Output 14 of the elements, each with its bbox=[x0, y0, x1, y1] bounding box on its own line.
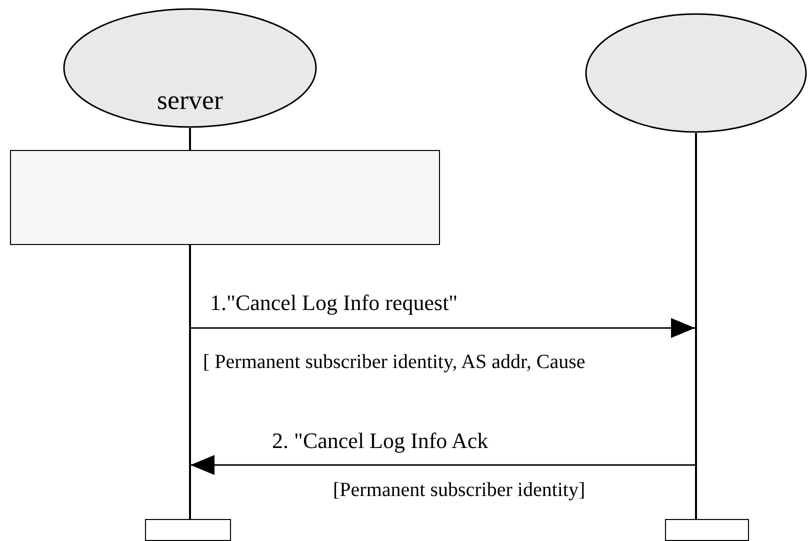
message-parameters: [ Permanent subscriber identity, AS addr, Cause bbox=[203, 352, 586, 372]
message-arrow bbox=[190, 455, 695, 475]
actor-name: server bbox=[157, 87, 223, 114]
actor-ellipse bbox=[585, 13, 807, 133]
message-label: 2. "Cancel Log Info Ack bbox=[272, 430, 488, 452]
actor-ellipse bbox=[63, 8, 317, 128]
lifeline bbox=[189, 128, 190, 519]
lifeline-end-box bbox=[145, 519, 231, 541]
message-label: 1."Cancel Log Info request" bbox=[210, 292, 458, 314]
message-parameters: [Permanent subscriber identity] bbox=[333, 480, 586, 500]
process-box bbox=[10, 150, 440, 245]
lifeline-end-box bbox=[665, 519, 749, 541]
lifeline bbox=[695, 133, 696, 519]
message-arrow bbox=[190, 318, 695, 338]
